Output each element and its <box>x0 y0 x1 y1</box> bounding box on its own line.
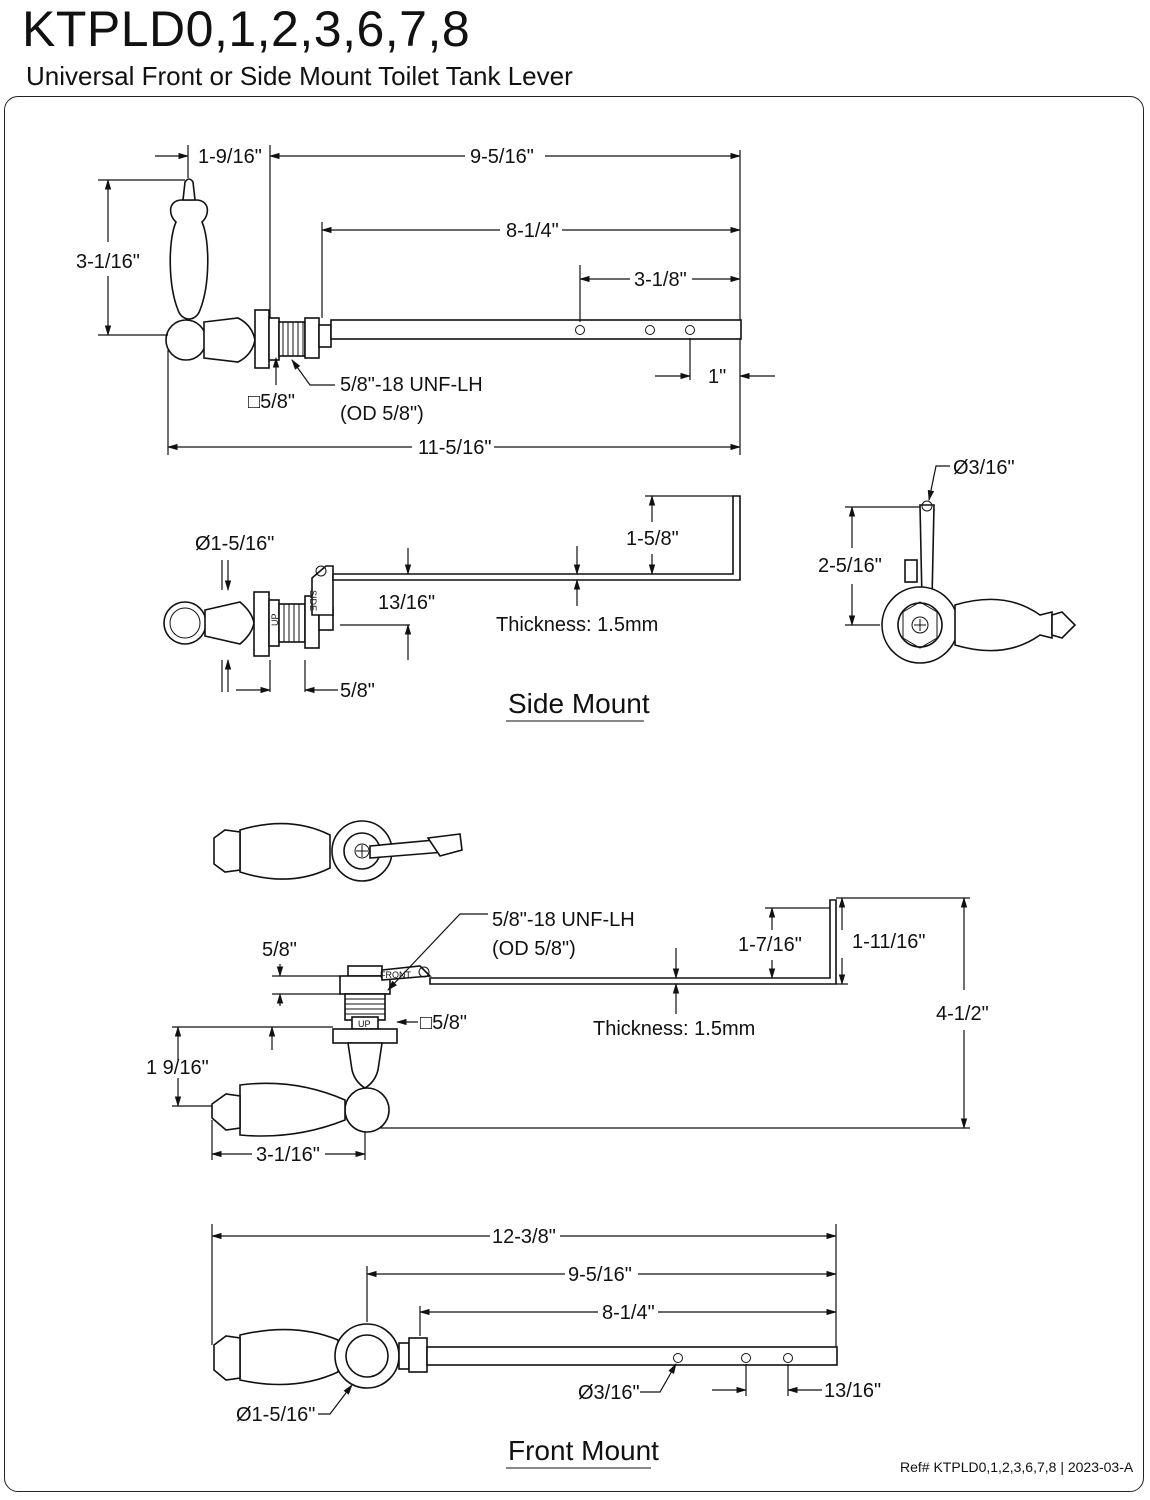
thread-od-top: (OD 5/8") <box>340 403 424 425</box>
dim-front-12-3-8: 12-3/8" <box>492 1226 556 1248</box>
dim-top-3-1-8: 3-1/8" <box>634 269 687 291</box>
dim-front-hole: Ø3/16" <box>578 1382 640 1404</box>
dim-top-3-1-16: 3-1/16" <box>76 251 140 273</box>
front-mount-side-view: UP FRONT 5/8"-18 UNF-LH (OD 5/8") 5/8" □… <box>146 896 989 1166</box>
dim-side-hole: Ø3/16" <box>953 457 1015 479</box>
drawing-frame <box>4 96 1144 1492</box>
dim-side-13-16: 13/16" <box>378 592 435 614</box>
dim-top-1-9-16: 1-9/16" <box>198 146 262 168</box>
dim-front-4-1-2: 4-1/2" <box>936 1003 989 1025</box>
up-mark-side: UP <box>270 613 280 626</box>
page-title: KTPLD0,1,2,3,6,7,8 <box>22 1 471 57</box>
dim-top-9-5-16: 9-5/16" <box>470 146 534 168</box>
dim-front-1-9-16: 1 9/16" <box>146 1057 209 1079</box>
side-mount-end-view: 2-5/16" Ø3/16" <box>818 457 1077 664</box>
page-subtitle: Universal Front or Side Mount Toilet Tan… <box>26 61 573 91</box>
front-mark: FRONT <box>380 970 411 980</box>
side-thickness: Thickness: 1.5mm <box>496 614 658 636</box>
side-mount-title: Side Mount <box>508 688 650 719</box>
dim-side-2-5-16: 2-5/16" <box>818 555 882 577</box>
square-top: □5/8" <box>248 391 295 413</box>
side-mark: SIDE <box>308 590 318 611</box>
dim-front-5-8: 5/8" <box>262 939 297 961</box>
dim-side-diameter: Ø1-5/16" <box>195 533 274 555</box>
top-view: 1-9/16" 9-5/16" 8-1/4" 3-1/8" 3-1/16" 1"… <box>76 145 775 459</box>
dim-front-9-5-16: 9-5/16" <box>568 1264 632 1286</box>
dim-side-5-8: 5/8" <box>340 680 375 702</box>
dim-front-8-1-4: 8-1/4" <box>602 1302 655 1324</box>
thread-front: 5/8"-18 UNF-LH <box>492 909 635 931</box>
dim-top-8-1-4: 8-1/4" <box>506 220 559 242</box>
dim-top-1: 1" <box>708 366 726 388</box>
front-thickness: Thickness: 1.5mm <box>593 1018 755 1040</box>
dim-front-13-16: 13/16" <box>824 1380 881 1402</box>
dim-front-diameter: Ø1-5/16" <box>236 1404 315 1426</box>
dim-front-1-7-16: 1-7/16" <box>738 934 802 956</box>
dim-top-11-5-16: 11-5/16" <box>418 437 491 459</box>
front-mount-top-view <box>213 820 463 882</box>
dim-front-3-1-16: 3-1/16" <box>256 1144 320 1166</box>
up-mark-front: UP <box>358 1019 371 1029</box>
dim-side-1-5-8: 1-5/8" <box>626 528 679 550</box>
reference-note: Ref# KTPLD0,1,2,3,6,7,8 | 2023-03-A <box>900 1459 1134 1475</box>
dim-front-1-11-16: 1-11/16" <box>852 931 925 953</box>
front-mount-title: Front Mount <box>508 1435 659 1466</box>
front-mount-plan-view: 12-3/8" 9-5/16" 8-1/4" Ø3/16" 13/16" Ø1-… <box>210 1224 881 1426</box>
side-mount-view: UP SIDE Ø1-5/16" 5/8" 13/16" Thickness: … <box>163 494 741 702</box>
thread-top: 5/8"-18 UNF-LH <box>340 374 483 396</box>
thread-od-front: (OD 5/8") <box>492 938 576 960</box>
square-front: □5/8" <box>420 1012 467 1034</box>
